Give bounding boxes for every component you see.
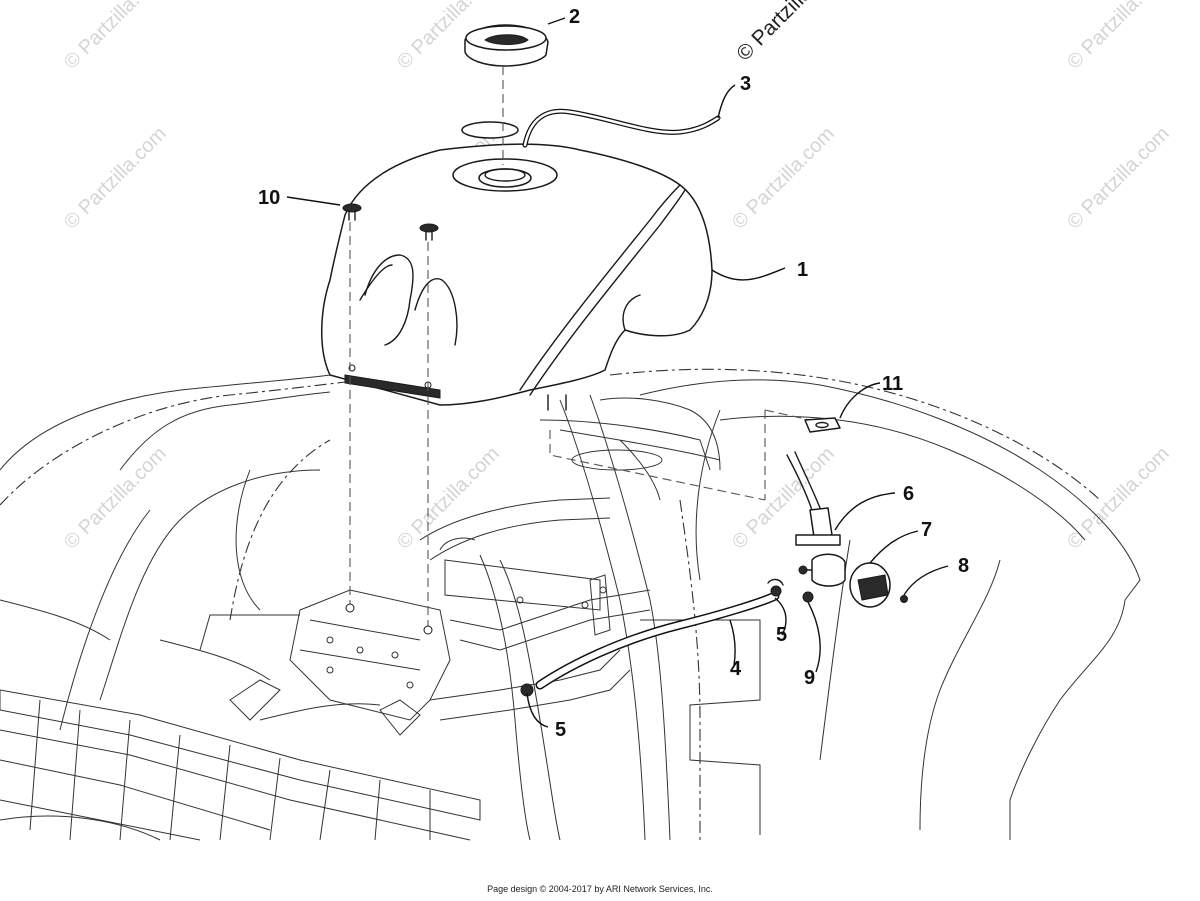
page-footer: Page design © 2004-2017 by ARI Network S…	[487, 884, 713, 894]
callout-2: 2	[569, 6, 580, 28]
callout-1: 1	[797, 259, 808, 281]
atv-body-outline	[0, 368, 1141, 841]
callout-4: 4	[730, 658, 742, 680]
watermark-main: © Partzilla.com	[732, 0, 848, 66]
watermark: © Partzilla.com	[60, 0, 171, 74]
watermark: © Partzilla.com	[1063, 0, 1174, 74]
watermark: © Partzilla.com	[728, 123, 839, 234]
callout-9: 9	[804, 667, 815, 689]
fuel-valve-assembly	[786, 451, 908, 608]
vent-hose	[522, 108, 721, 148]
callout-5: 5	[555, 719, 566, 741]
fuel-cap	[464, 24, 549, 67]
callout-labels: 1 2 3 4 5 5 6 7 8 9 10 11	[258, 6, 969, 741]
tank-screws	[342, 203, 439, 635]
callout-5: 5	[776, 624, 787, 646]
callout-8: 8	[958, 555, 969, 577]
callout-6: 6	[903, 483, 914, 505]
callout-3: 3	[740, 73, 751, 95]
callout-10: 10	[258, 187, 280, 209]
watermark: © Partzilla.com	[1063, 123, 1174, 234]
watermark: © Partzilla.com	[60, 443, 171, 554]
callout-7: 7	[921, 519, 932, 541]
watermark: © Partzilla.com	[1063, 443, 1174, 554]
watermark: © Partzilla.com	[393, 443, 504, 554]
callout-11: 11	[882, 373, 903, 395]
fuel-line	[520, 578, 784, 697]
callout-leaders	[286, 17, 949, 728]
fuel-tank	[321, 121, 713, 411]
watermark: © Partzilla.com	[60, 123, 171, 234]
mounting-bracket	[804, 417, 841, 433]
